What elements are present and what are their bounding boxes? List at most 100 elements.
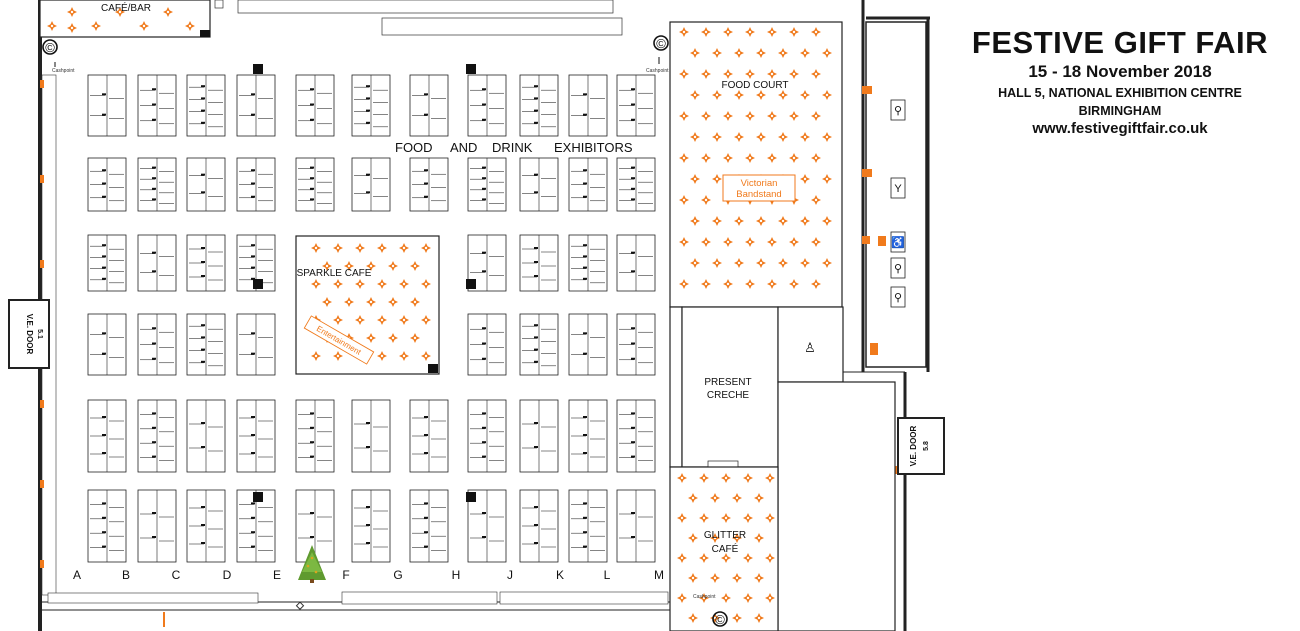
stand-block[interactable] (87, 157, 127, 212)
stand-block[interactable] (519, 399, 559, 473)
stand-block[interactable] (186, 399, 226, 473)
bottom-orange-marks (163, 601, 305, 627)
event-website-link[interactable]: www.festivegiftfair.co.uk (1032, 120, 1208, 137)
stand-block[interactable] (616, 74, 656, 137)
stand-block[interactable] (295, 489, 335, 563)
stand-block[interactable] (295, 399, 335, 473)
stand-block[interactable] (295, 157, 335, 212)
cafe-bar-label: CAFÉ/BAR (101, 1, 151, 14)
facility-orange-marks (862, 86, 899, 474)
aisle-label-k: K (556, 568, 564, 582)
stand-block[interactable] (519, 157, 559, 212)
aisle-label-l: L (604, 568, 611, 582)
stand-block[interactable] (409, 399, 449, 473)
svg-text:AND: AND (450, 140, 477, 155)
stand-block[interactable] (519, 489, 559, 563)
stand-block[interactable] (568, 489, 608, 563)
stand-block[interactable] (616, 313, 656, 376)
aisle-label-h: H (452, 568, 461, 582)
cashpoint-marker-left: © Cashpoint (42, 39, 75, 74)
stand-block[interactable] (137, 489, 177, 563)
stand-block[interactable] (519, 74, 559, 137)
door-left-label-1: V.E. DOOR (25, 314, 34, 355)
event-venue-line-2: BIRMINGHAM (1078, 104, 1162, 118)
glitter-cafe-area[interactable] (669, 466, 779, 631)
stand-block[interactable] (568, 234, 608, 292)
stand-block[interactable] (137, 74, 177, 137)
stand-block[interactable] (186, 234, 226, 292)
door-left-label-2: 5.1 (36, 329, 43, 339)
present-creche-label-1: PRESENT (704, 377, 751, 388)
toilet-icon: ⚲ (894, 292, 902, 304)
stand-block[interactable] (467, 157, 507, 212)
stand-block[interactable] (186, 313, 226, 376)
food-court-area[interactable] (669, 21, 843, 308)
stand-block[interactable] (616, 157, 656, 212)
cashpoint-label-glitter: Cashpoint (693, 594, 716, 600)
stand-block[interactable] (351, 157, 391, 212)
svg-text:FOOD: FOOD (395, 140, 433, 155)
accessible-icon: ♿ (891, 236, 905, 249)
stand-block[interactable] (137, 399, 177, 473)
stand-block[interactable] (87, 399, 127, 473)
stand-block[interactable] (87, 74, 127, 137)
sparkle-cafe-label: SPARKLE CAFE (297, 268, 372, 279)
stand-block[interactable] (236, 234, 276, 292)
stand-block[interactable] (467, 313, 507, 376)
stand-block[interactable] (351, 74, 391, 137)
bandstand-label-1: Victorian (741, 178, 778, 189)
stand-block[interactable] (467, 74, 507, 137)
stand-block[interactable] (519, 234, 559, 292)
stand-block[interactable] (409, 157, 449, 212)
stand-block[interactable] (186, 74, 226, 137)
sparkle-cafe-area[interactable] (295, 235, 440, 375)
facilities-column (865, 21, 927, 368)
stand-block[interactable] (236, 74, 276, 137)
aisle-label-e: E (273, 568, 281, 582)
door-left[interactable]: V.E. DOOR 5.1 (8, 299, 50, 369)
stand-block[interactable] (568, 399, 608, 473)
stand-block[interactable] (87, 489, 127, 563)
aisle-label-f: F (342, 568, 349, 582)
stand-block[interactable] (409, 489, 449, 563)
cafe-bar-area[interactable] (39, 0, 211, 38)
copyright-icon: © (45, 40, 55, 55)
stand-block[interactable] (186, 157, 226, 212)
toilet-icon: ⚲ (894, 263, 902, 275)
stand-block[interactable] (568, 74, 608, 137)
cashpoint-label-left: Cashpoint (52, 68, 75, 74)
stand-block[interactable] (351, 489, 391, 563)
svg-text:EXHIBITORS: EXHIBITORS (554, 140, 633, 155)
stand-block[interactable] (236, 399, 276, 473)
stand-block[interactable] (467, 399, 507, 473)
stand-block[interactable] (409, 74, 449, 137)
present-creche-area[interactable]: PRESENT CRECHE (704, 377, 751, 401)
present-creche-label-2: CRECHE (707, 390, 750, 401)
stand-block[interactable] (137, 313, 177, 376)
stand-block[interactable] (295, 74, 335, 137)
stand-block[interactable] (137, 157, 177, 212)
aisle-label-b: B (122, 568, 130, 582)
stand-block[interactable] (137, 234, 177, 292)
food-drink-exhibitors-label: FOOD AND DRINK EXHIBITORS (395, 140, 633, 155)
stand-block[interactable] (236, 313, 276, 376)
stand-block[interactable] (87, 234, 127, 292)
stand-grid (87, 74, 656, 563)
stand-block[interactable] (616, 234, 656, 292)
stand-block[interactable] (87, 313, 127, 376)
stand-block[interactable] (467, 234, 507, 292)
stand-block[interactable] (568, 313, 608, 376)
stand-block[interactable] (616, 489, 656, 563)
stand-block[interactable] (519, 313, 559, 376)
stand-block[interactable] (236, 157, 276, 212)
cashpoint-label-right: Cashpoint (646, 68, 669, 74)
stand-block[interactable] (616, 399, 656, 473)
stand-block[interactable] (186, 489, 226, 563)
door-right[interactable]: V.E. DOOR 5.8 (897, 417, 945, 475)
stand-block[interactable] (351, 399, 391, 473)
stand-block[interactable] (568, 157, 608, 212)
tree-icon (298, 545, 326, 583)
toilet-icon: ⚲ (894, 105, 902, 117)
aisle-label-a: A (73, 568, 81, 582)
